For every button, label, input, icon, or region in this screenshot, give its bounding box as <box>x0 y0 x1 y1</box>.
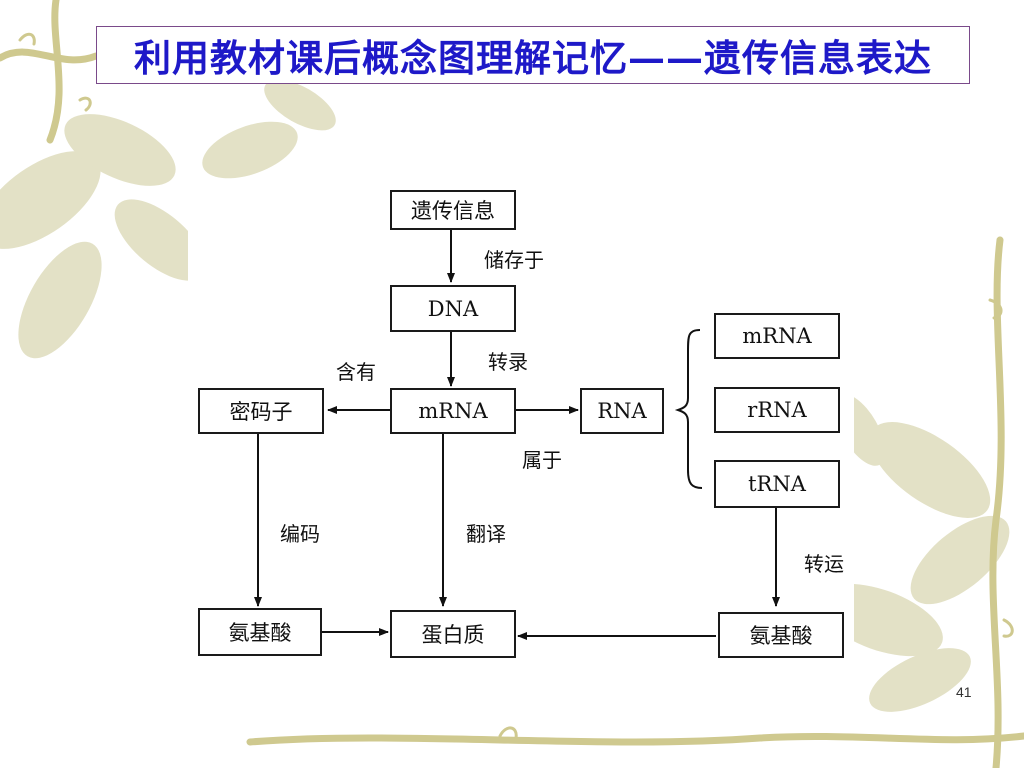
rna-types-brace <box>674 329 703 489</box>
edge-label-stored-in: 储存于 <box>484 248 544 272</box>
leaf-shape <box>202 121 298 179</box>
vine-tendril <box>498 726 518 740</box>
node-rrna-type: rRNA <box>714 387 840 433</box>
node-amino-acid-right: 氨基酸 <box>718 612 844 658</box>
vine-tendril <box>988 298 1003 320</box>
leaf-shape <box>0 151 101 249</box>
leaf-shape <box>910 515 1010 605</box>
vine-tendril <box>18 32 36 46</box>
edge-label-transcription: 转录 <box>488 350 528 374</box>
slide-title: 利用教材课后概念图理解记忆——遗传信息表达 <box>134 36 932 80</box>
vine-stem <box>0 48 100 64</box>
node-trna-type: tRNA <box>714 460 840 508</box>
edge-label-translation: 翻译 <box>466 522 506 546</box>
vine-tendril <box>78 96 92 112</box>
node-genetic-info: 遗传信息 <box>390 190 516 230</box>
node-rna: RNA <box>580 388 664 434</box>
leaf-shape <box>869 422 991 518</box>
edge-label-encodes: 编码 <box>280 522 320 546</box>
node-mrna-type: mRNA <box>714 313 840 359</box>
edge-label-contains: 含有 <box>336 360 376 384</box>
vine-stem <box>46 0 63 144</box>
slide-title-box: 利用教材课后概念图理解记忆——遗传信息表达 <box>96 26 970 84</box>
node-protein: 蛋白质 <box>390 610 516 658</box>
node-amino-acid-left: 氨基酸 <box>198 608 322 656</box>
concept-map-diagram: 遗传信息 DNA mRNA 密码子 RNA mRNA rRNA tRNA 氨基酸… <box>188 180 854 664</box>
leaf-shape <box>264 79 336 131</box>
leaf-shape <box>18 241 102 359</box>
node-mrna-center: mRNA <box>390 388 516 434</box>
page-number: 41 <box>956 684 972 700</box>
edge-label-transports: 转运 <box>804 552 844 576</box>
vine-tendril <box>1002 618 1014 638</box>
leaf-shape <box>64 114 176 186</box>
edge-label-belongs-to: 属于 <box>522 448 562 472</box>
vine-stem <box>246 732 1024 746</box>
leaf-shape <box>114 199 206 281</box>
node-codon: 密码子 <box>198 388 324 434</box>
leaf-shape <box>869 648 971 712</box>
node-dna: DNA <box>390 285 516 332</box>
diagram-edges <box>254 230 780 640</box>
